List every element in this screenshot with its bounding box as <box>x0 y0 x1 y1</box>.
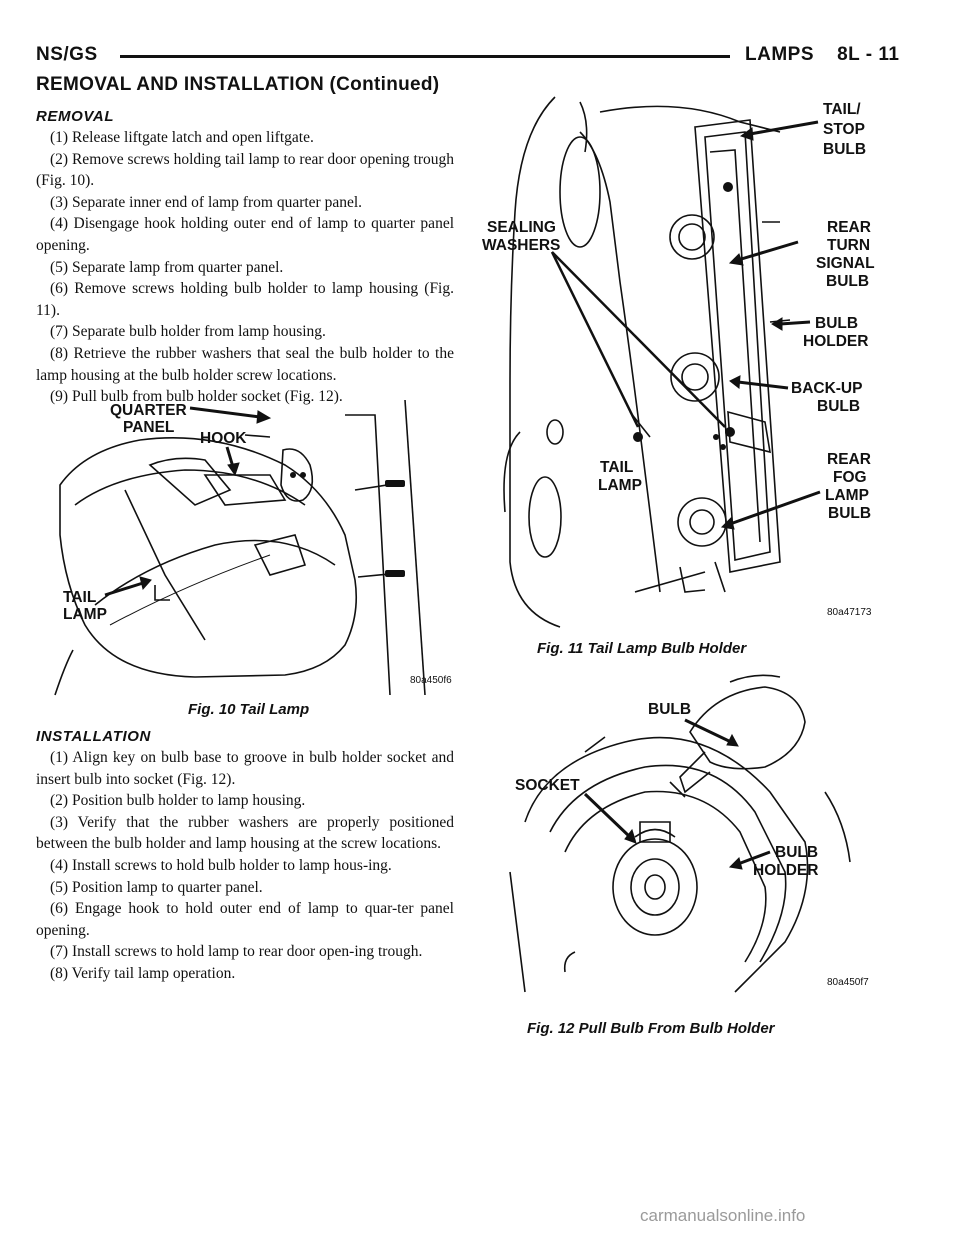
fig11-label-rear: REAR <box>827 219 871 236</box>
fig11-sealing-line-1 <box>550 251 640 428</box>
fig10-caption: Fig. 10 Tail Lamp <box>188 701 310 718</box>
fig11-sealing-line-2 <box>551 251 726 428</box>
fig11-label-sealing: SEALING <box>487 219 556 236</box>
fig11-label-washers: WASHERS <box>482 237 560 254</box>
fig11-label-lamp: LAMP <box>598 477 642 494</box>
fig12-label-holder: HOLDER <box>753 862 818 879</box>
fig12-label-bulb-holder: BULB <box>775 844 818 861</box>
fig10-callouts: QUARTER PANEL HOOK TAIL LAMP 80a450f6 <box>63 402 452 686</box>
removal-step: (6) Remove screws holding bulb holder to… <box>36 280 454 319</box>
header-section-code: NS/GS <box>36 44 98 65</box>
fig11-label-turn-bulb: BULB <box>826 273 869 290</box>
fig10-tail-lamp-arrow <box>104 581 144 597</box>
fig11-label-backup: BACK-UP <box>791 380 862 397</box>
fig11-label-bulb: BULB <box>823 141 866 158</box>
installation-step: (5) Position lamp to quarter panel. <box>50 878 263 896</box>
installation-step: (4) Install screws to hold bulb holder t… <box>50 856 392 874</box>
removal-heading: REMOVAL <box>36 108 115 125</box>
removal-step: (7) Separate bulb holder from lamp housi… <box>50 323 326 341</box>
fig10-tail-lamp-illustration <box>54 399 426 696</box>
header-rule <box>120 55 730 58</box>
fig12-bulb-arrow <box>684 718 732 744</box>
fig11-label-fog-bulb: BULB <box>828 505 871 522</box>
fig11-code: 80a47173 <box>827 607 872 618</box>
fig10-label-tail: TAIL <box>63 589 96 606</box>
fig12-callouts: BULB SOCKET BULB HOLDER 80a450f7 <box>515 701 869 988</box>
installation-section: INSTALLATION (1) Align key on bulb base … <box>36 727 454 985</box>
fig10-label-quarter: QUARTER <box>110 402 187 419</box>
removal-step: (2) Remove screws holding tail lamp to r… <box>36 150 454 190</box>
installation-heading: INSTALLATION <box>36 728 151 745</box>
fig11-fog-arrow <box>729 490 821 526</box>
removal-step: (3) Separate inner end of lamp from quar… <box>50 193 363 211</box>
removal-step: (9) Pull bulb from bulb holder socket (F… <box>50 388 343 406</box>
fig12-label-socket: SOCKET <box>515 777 580 794</box>
fig12-caption: Fig. 12 Pull Bulb From Bulb Holder <box>527 1020 775 1037</box>
fig11-callouts: TAIL/ STOP BULB SEALING WASHERS REAR TUR… <box>482 101 875 618</box>
watermark: carmanualsonline.info <box>640 1206 806 1225</box>
header-page-ref: LAMPS 8L - 11 <box>745 44 900 65</box>
fig12-pull-bulb-illustration <box>509 674 851 993</box>
fig11-label-fog-rear: REAR <box>827 451 871 468</box>
fig11-label-fog-lamp: LAMP <box>825 487 869 504</box>
removal-section: REMOVAL (1) Release liftgate latch and o… <box>36 107 454 408</box>
fig11-label-tail: TAIL <box>600 459 633 476</box>
installation-step: (8) Verify tail lamp operation. <box>50 964 236 982</box>
fig12-socket-arrow <box>583 792 632 839</box>
installation-step: (2) Position bulb holder to lamp housing… <box>50 792 306 810</box>
fig11-label-tail-stop: TAIL/ <box>823 101 861 118</box>
fig12-label-bulb: BULB <box>648 701 691 718</box>
fig10-quarter-panel-arrow <box>189 406 261 419</box>
fig11-label-backup-bulb: BULB <box>817 398 860 415</box>
continued-title: REMOVAL AND INSTALLATION (Continued) <box>36 74 440 95</box>
fig11-backup-arrow <box>737 380 789 390</box>
fig11-label-signal: SIGNAL <box>816 255 875 272</box>
fig10-hook-arrow <box>225 446 235 468</box>
fig10-label-panel: PANEL <box>123 419 174 436</box>
installation-step: (3) Verify that the rubber washers are p… <box>36 813 454 853</box>
fig11-bulb-holder-illustration <box>503 96 791 628</box>
fig11-bulb-holder-arrow <box>779 320 811 326</box>
fig12-holder-arrow <box>737 850 771 866</box>
fig11-caption: Fig. 11 Tail Lamp Bulb Holder <box>537 640 747 657</box>
fig10-label-lamp: LAMP <box>63 606 107 623</box>
fig11-label-turn: TURN <box>827 237 870 254</box>
fig11-rear-turn-arrow <box>737 240 799 262</box>
removal-step: (5) Separate lamp from quarter panel. <box>50 258 284 276</box>
fig11-label-fog: FOG <box>833 469 867 486</box>
installation-step: (7) Install screws to hold lamp to rear … <box>50 943 423 961</box>
fig10-code: 80a450f6 <box>410 675 452 686</box>
fig11-label-bulb-holder: BULB <box>815 315 858 332</box>
removal-step: (4) Disengage hook holding outer end of … <box>36 215 454 254</box>
fig11-tail-stop-arrow <box>749 120 819 136</box>
removal-step: (1) Release liftgate latch and open lift… <box>50 129 314 146</box>
fig11-label-stop: STOP <box>823 121 865 138</box>
installation-step: (6) Engage hook to hold outer end of lam… <box>36 900 454 939</box>
removal-step: (8) Retrieve the rubber washers that sea… <box>36 344 454 384</box>
installation-step: (1) Align key on bulb base to groove in … <box>36 749 454 788</box>
fig11-label-holder: HOLDER <box>803 333 868 350</box>
fig12-code: 80a450f7 <box>827 977 869 988</box>
fig10-label-hook: HOOK <box>200 430 247 447</box>
